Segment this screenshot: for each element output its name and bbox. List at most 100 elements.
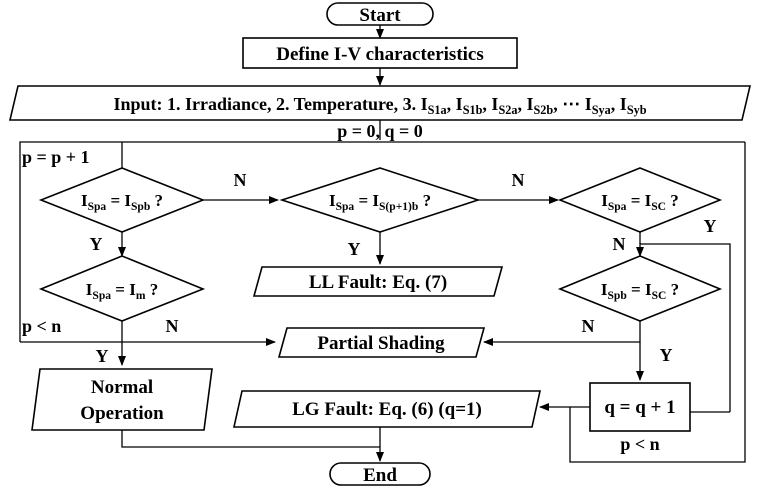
increment-q-process: [589, 382, 691, 432]
increment-q-label: q = q + 1: [604, 397, 675, 418]
decision-1-rhs: = I: [106, 191, 131, 210]
define-process: [242, 37, 518, 69]
decision-2: ISpa = IS(p+1)b ?: [279, 167, 481, 233]
input-label: Input: 1. Irradiance, 2. Temperature, 3.…: [113, 94, 646, 117]
line-normal-to-end: [121, 430, 380, 448]
input-current-sub-4: Sya: [592, 103, 611, 117]
input-current-2: I: [491, 94, 498, 114]
decision-4-lhs: I: [86, 280, 93, 299]
ll-fault-label: LL Fault: Eq. (7): [309, 272, 447, 293]
init-label: p = 0, q = 0: [337, 121, 423, 141]
decision-2-rhs-sub: S(p+1)b: [379, 200, 418, 213]
decision-3-rhs: = I: [626, 191, 651, 210]
decision-4-lhs-sub: Spa: [92, 289, 111, 302]
decision-2-lhs: I: [329, 191, 336, 210]
decision-1-rhs-sub: Spb: [131, 200, 150, 213]
input-current-sub-1: S1b: [463, 103, 483, 117]
input-current-5: I: [620, 94, 627, 114]
connectors: [19, 25, 746, 463]
input-sep-3: , ⋯: [553, 94, 585, 114]
label-y-d2: Y: [348, 239, 361, 259]
decision-4-q: ?: [145, 280, 158, 299]
decision-1-label: ISpa = ISpb ?: [81, 191, 163, 213]
label-n-d3: N: [613, 234, 626, 254]
end-node: End: [329, 462, 431, 486]
normal-line2-label: Operation: [80, 403, 164, 424]
define-node: Define I-V characteristics: [242, 37, 518, 69]
decision-4-label: ISpa = Im ?: [86, 280, 158, 302]
decision-5-rhs: = I: [627, 280, 652, 299]
input-current-sub-2: S2a: [498, 103, 517, 117]
input-prefix: Input: 1. Irradiance, 2. Temperature, 3.: [113, 94, 420, 114]
input-current-sub-3: S2b: [534, 103, 554, 117]
label-n-d2: N: [512, 170, 525, 190]
input-current-sub-5: Syb: [627, 103, 647, 117]
arrow-d5-to-partial: [483, 321, 641, 346]
decision-4-diamond: [38, 255, 206, 322]
lg-fault-parallelogram: [233, 390, 541, 428]
decision-3-lhs: I: [601, 191, 608, 210]
input-current-sub-0: S1a: [428, 103, 447, 117]
input-sep-4: ,: [611, 94, 620, 114]
decision-5-label: ISpb = ISC ?: [601, 280, 679, 302]
input-parallelogram: [8, 85, 752, 121]
input-current-3: I: [526, 94, 533, 114]
decision-5-diamond: [557, 255, 723, 322]
partial-shading-label: Partial Shading: [317, 333, 445, 354]
normal-operation-node: Normal Operation: [31, 368, 213, 431]
input-sep-2: ,: [517, 94, 526, 114]
decision-1-lhs: I: [81, 191, 88, 210]
normal-operation-parallelogram: [31, 368, 213, 431]
decision-1-q: ?: [150, 191, 163, 210]
decision-2-lhs-sub: Spa: [336, 200, 355, 213]
input-node: Input: 1. Irradiance, 2. Temperature, 3.…: [8, 85, 752, 121]
increment-q-node: q = q + 1: [589, 382, 691, 432]
decision-5-lhs: I: [601, 280, 608, 299]
input-current-0: I: [421, 94, 428, 114]
ll-fault-parallelogram: [252, 266, 504, 297]
decision-2-diamond: [279, 167, 481, 233]
decision-3-lhs-sub: Spa: [608, 200, 627, 213]
decision-3-q: ?: [666, 191, 679, 210]
decision-2-q: ?: [418, 191, 431, 210]
decision-4-rhs-sub: m: [136, 289, 146, 302]
lg-fault-label: LG Fault: Eq. (6) (q=1): [292, 399, 482, 420]
decision-1-lhs-sub: Spa: [88, 200, 107, 213]
label-p-lt-n-left: p < n: [22, 316, 61, 336]
decision-5-rhs-sub: SC: [652, 289, 667, 302]
label-p-lt-n-right: p < n: [620, 434, 659, 454]
decision-5-q: ?: [666, 280, 679, 299]
decision-3: ISpa = ISC ?: [557, 167, 723, 233]
normal-line1-label: Normal: [91, 377, 153, 398]
ll-fault-node: LL Fault: Eq. (7): [252, 266, 504, 297]
decision-5-lhs-sub: Spb: [608, 289, 627, 302]
increment-p-label: p = p + 1: [22, 147, 90, 167]
label-y-d3: Y: [704, 216, 717, 236]
label-n-d4: N: [166, 316, 179, 336]
decision-2-rhs: = I: [354, 191, 379, 210]
start-terminal: [326, 2, 434, 26]
label-n-d1: N: [234, 170, 247, 190]
decision-2-label: ISpa = IS(p+1)b ?: [329, 191, 431, 213]
input-current-1: I: [456, 94, 463, 114]
line-loop-left: [19, 141, 122, 342]
decision-1: ISpa = ISpb ?: [38, 167, 206, 233]
decision-5: ISpb = ISC ?: [557, 255, 723, 322]
line-q-loop-back: [569, 142, 746, 463]
decision-3-rhs-sub: SC: [651, 200, 666, 213]
start-node: Start: [326, 2, 434, 26]
decision-4: ISpa = Im ?: [38, 255, 206, 322]
line-q-to-d5: [640, 243, 731, 412]
decision-4-rhs: = I: [111, 280, 136, 299]
decision-3-label: ISpa = ISC ?: [601, 191, 679, 213]
input-sep-0: ,: [447, 94, 456, 114]
decision-1-diamond: [38, 167, 206, 233]
partial-shading-parallelogram: [277, 327, 486, 358]
label-y-d4: Y: [96, 346, 109, 366]
partial-shading-node: Partial Shading: [277, 327, 486, 358]
start-label: Start: [359, 5, 401, 26]
define-label: Define I-V characteristics: [276, 44, 484, 65]
end-terminal: [329, 462, 431, 486]
lg-fault-node: LG Fault: Eq. (6) (q=1): [233, 390, 541, 428]
